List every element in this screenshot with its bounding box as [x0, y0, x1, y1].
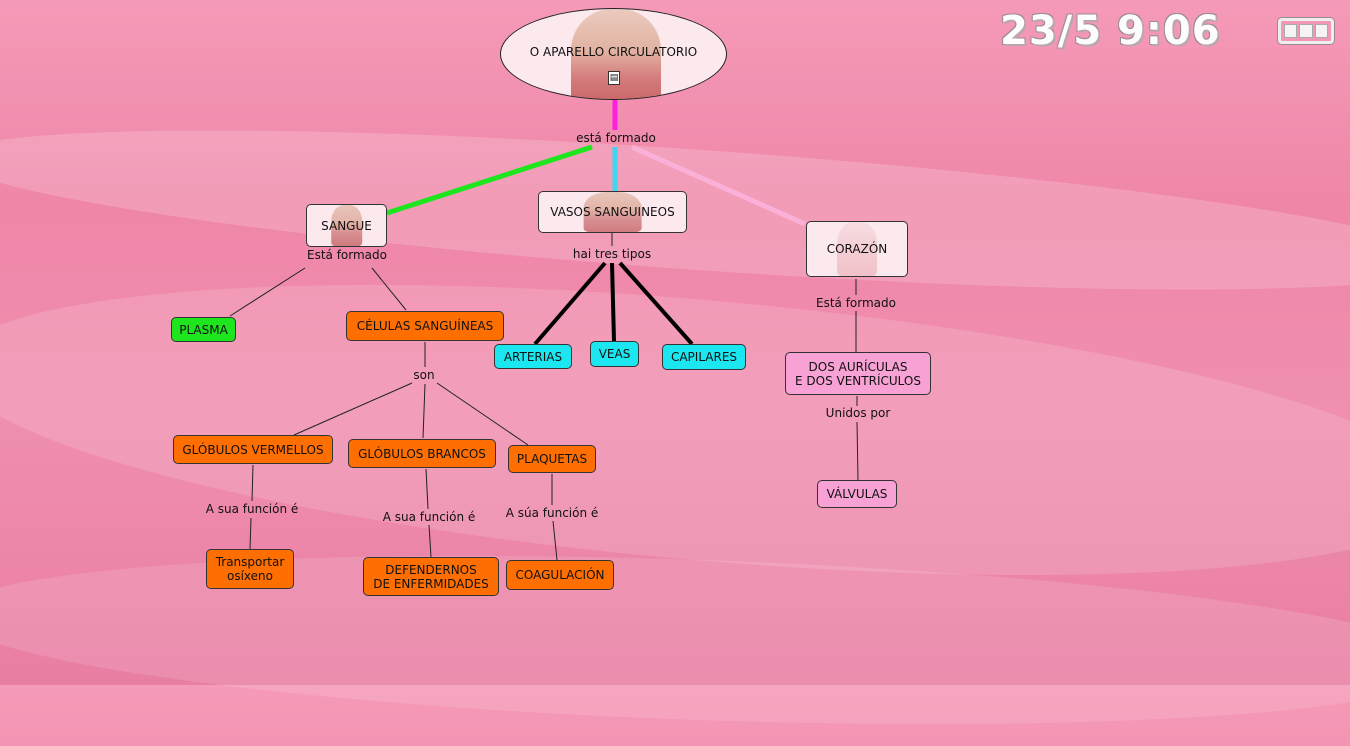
- node-defendernos[interactable]: DEFENDERNOS DE ENFERMIDADES: [363, 557, 499, 596]
- node-valvulas[interactable]: VÁLVULAS: [817, 480, 897, 508]
- link-sangue-celulas: [371, 267, 407, 311]
- node-capilares[interactable]: CAPILARES: [662, 344, 746, 370]
- node-globulos-brancos[interactable]: GLÓBULOS BRANCOS: [348, 439, 496, 468]
- link-vasos-arterias: [533, 261, 607, 346]
- link-son-plaquetas: [436, 382, 529, 446]
- link-son-brancos: [422, 383, 426, 439]
- label-unidos-por: Unidos por: [825, 406, 891, 420]
- label-sangue-esta-formado: Está formado: [307, 248, 387, 262]
- link-label-valvulas: [856, 421, 859, 481]
- node-celulas-sanguineas[interactable]: CÉLULAS SANGUÍNEAS: [346, 311, 504, 341]
- node-vasos-label: VASOS SANGUINEOS: [550, 205, 675, 219]
- label-funcion-plaquetas: A súa función é: [505, 506, 599, 520]
- node-sangue[interactable]: SANGUE: [306, 204, 387, 247]
- node-coagulacion[interactable]: COAGULACIÓN: [506, 560, 614, 590]
- label-corazon-esta-formado: Está formado: [816, 296, 896, 310]
- label-son: son: [413, 368, 435, 382]
- link-vermellos-label: [251, 464, 254, 502]
- node-auriculas-ventriculos[interactable]: DOS AURÍCULAS E DOS VENTRÍCULOS: [785, 352, 931, 395]
- node-transportar-osixeno[interactable]: Transportar osíxeno: [206, 549, 294, 589]
- node-corazon[interactable]: CORAZÓN: [806, 221, 908, 277]
- link-son-vermellos: [293, 382, 413, 436]
- clock-display: 23/5 9:06: [1000, 8, 1221, 54]
- link-sangue-plasma: [229, 267, 306, 317]
- link-label-to-sangue: [386, 144, 593, 216]
- label-funcion-brancos: A sua función é: [382, 510, 476, 524]
- link-vasos-capilares: [618, 261, 694, 346]
- link-label-coagulacion: [552, 520, 558, 561]
- label-hai-tres-tipos: hai tres tipos: [572, 247, 652, 261]
- link-label-to-corazon: [630, 144, 807, 227]
- anatomy-image: [583, 192, 642, 232]
- battery-icon: [1278, 18, 1334, 44]
- link-vasos-veas: [610, 262, 616, 342]
- node-sangue-label: SANGUE: [321, 218, 372, 233]
- label-funcion-vermellos: A sua función é: [205, 502, 299, 516]
- node-arterias[interactable]: ARTERIAS: [494, 344, 572, 369]
- link-label-transportar: [249, 517, 252, 550]
- label-esta-formado: está formado: [576, 131, 656, 145]
- node-plaquetas[interactable]: PLAQUETAS: [508, 445, 596, 473]
- document-icon[interactable]: ▤: [608, 71, 620, 85]
- title-text: O APARELLO CIRCULATORIO: [529, 45, 698, 59]
- node-veas[interactable]: VEAS: [590, 341, 639, 367]
- anatomy-image: [330, 205, 363, 246]
- link-label-defendernos: [428, 524, 432, 558]
- concept-links: [229, 100, 859, 561]
- title-node[interactable]: O APARELLO CIRCULATORIO ▤: [500, 8, 727, 100]
- node-plasma[interactable]: PLASMA: [171, 317, 236, 342]
- node-globulos-vermellos[interactable]: GLÓBULOS VERMELLOS: [173, 435, 333, 464]
- link-brancos-label: [425, 468, 429, 510]
- heart-diagram-image: [837, 222, 877, 276]
- node-vasos-sanguineos[interactable]: VASOS SANGUINEOS: [538, 191, 687, 233]
- node-corazon-label: CORAZÓN: [826, 242, 888, 256]
